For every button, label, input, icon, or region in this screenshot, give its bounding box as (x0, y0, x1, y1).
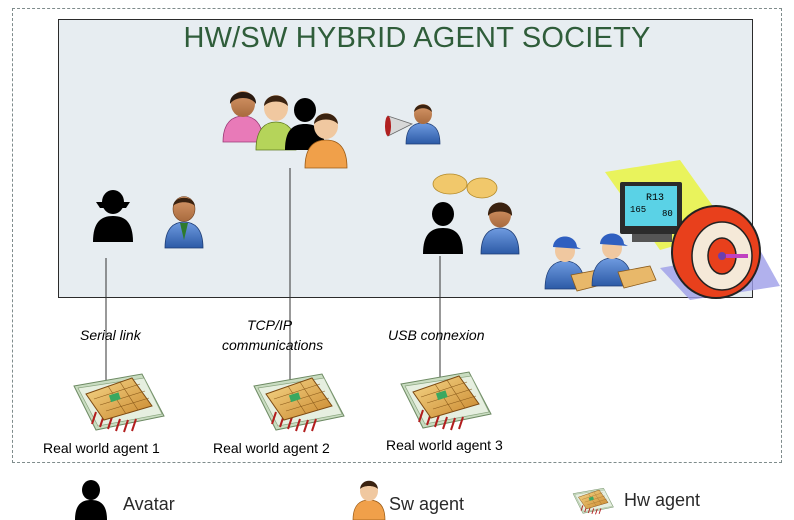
hw-agent-icon (73, 373, 165, 433)
speech-bubble-icon (432, 173, 498, 199)
serial-link-label: Serial link (80, 327, 141, 343)
hw-agent-icon (253, 373, 345, 433)
worker-icon (591, 233, 657, 289)
avatar-icon (75, 480, 107, 520)
megaphone-icon (385, 104, 441, 145)
outer-frame (12, 8, 782, 463)
real-world-agent-2-label: Real world agent 2 (213, 440, 330, 456)
diagram-title: HW/SW HYBRID AGENT SOCIETY (0, 22, 794, 55)
monitor-text-1: R13 (646, 193, 664, 204)
tcp-link-label-1: TCP/IP (247, 317, 293, 333)
legend-sw-agent-label: Sw agent (389, 494, 465, 514)
monitor-text-3: 80 (662, 209, 673, 219)
legend-hw-agent-label: Hw agent (624, 490, 701, 510)
agent-society-panel (58, 19, 753, 298)
usb-link-label: USB connexion (388, 327, 485, 343)
diagram-title-text: HW/SW HYBRID AGENT SOCIETY (183, 22, 651, 54)
real-world-agent-1-label: Real world agent 1 (43, 440, 160, 456)
tcp-link-label-2: communications (222, 337, 324, 353)
hw-agent-icon (400, 371, 492, 431)
sw-agent-icon (352, 480, 386, 520)
sw-agent-icon (164, 196, 204, 249)
sw-agent-icon (480, 202, 520, 255)
avatar-icon (423, 202, 463, 254)
legend-avatar-label: Avatar (123, 494, 175, 514)
monitor-text-2: 165 (630, 205, 646, 215)
hw-agent-icon (572, 487, 614, 515)
group-icon (222, 91, 348, 169)
real-world-agent-3-label: Real world agent 3 (386, 437, 503, 453)
worker-icon (544, 236, 610, 292)
avatar-icon (93, 190, 133, 242)
machine-icon (660, 205, 780, 300)
